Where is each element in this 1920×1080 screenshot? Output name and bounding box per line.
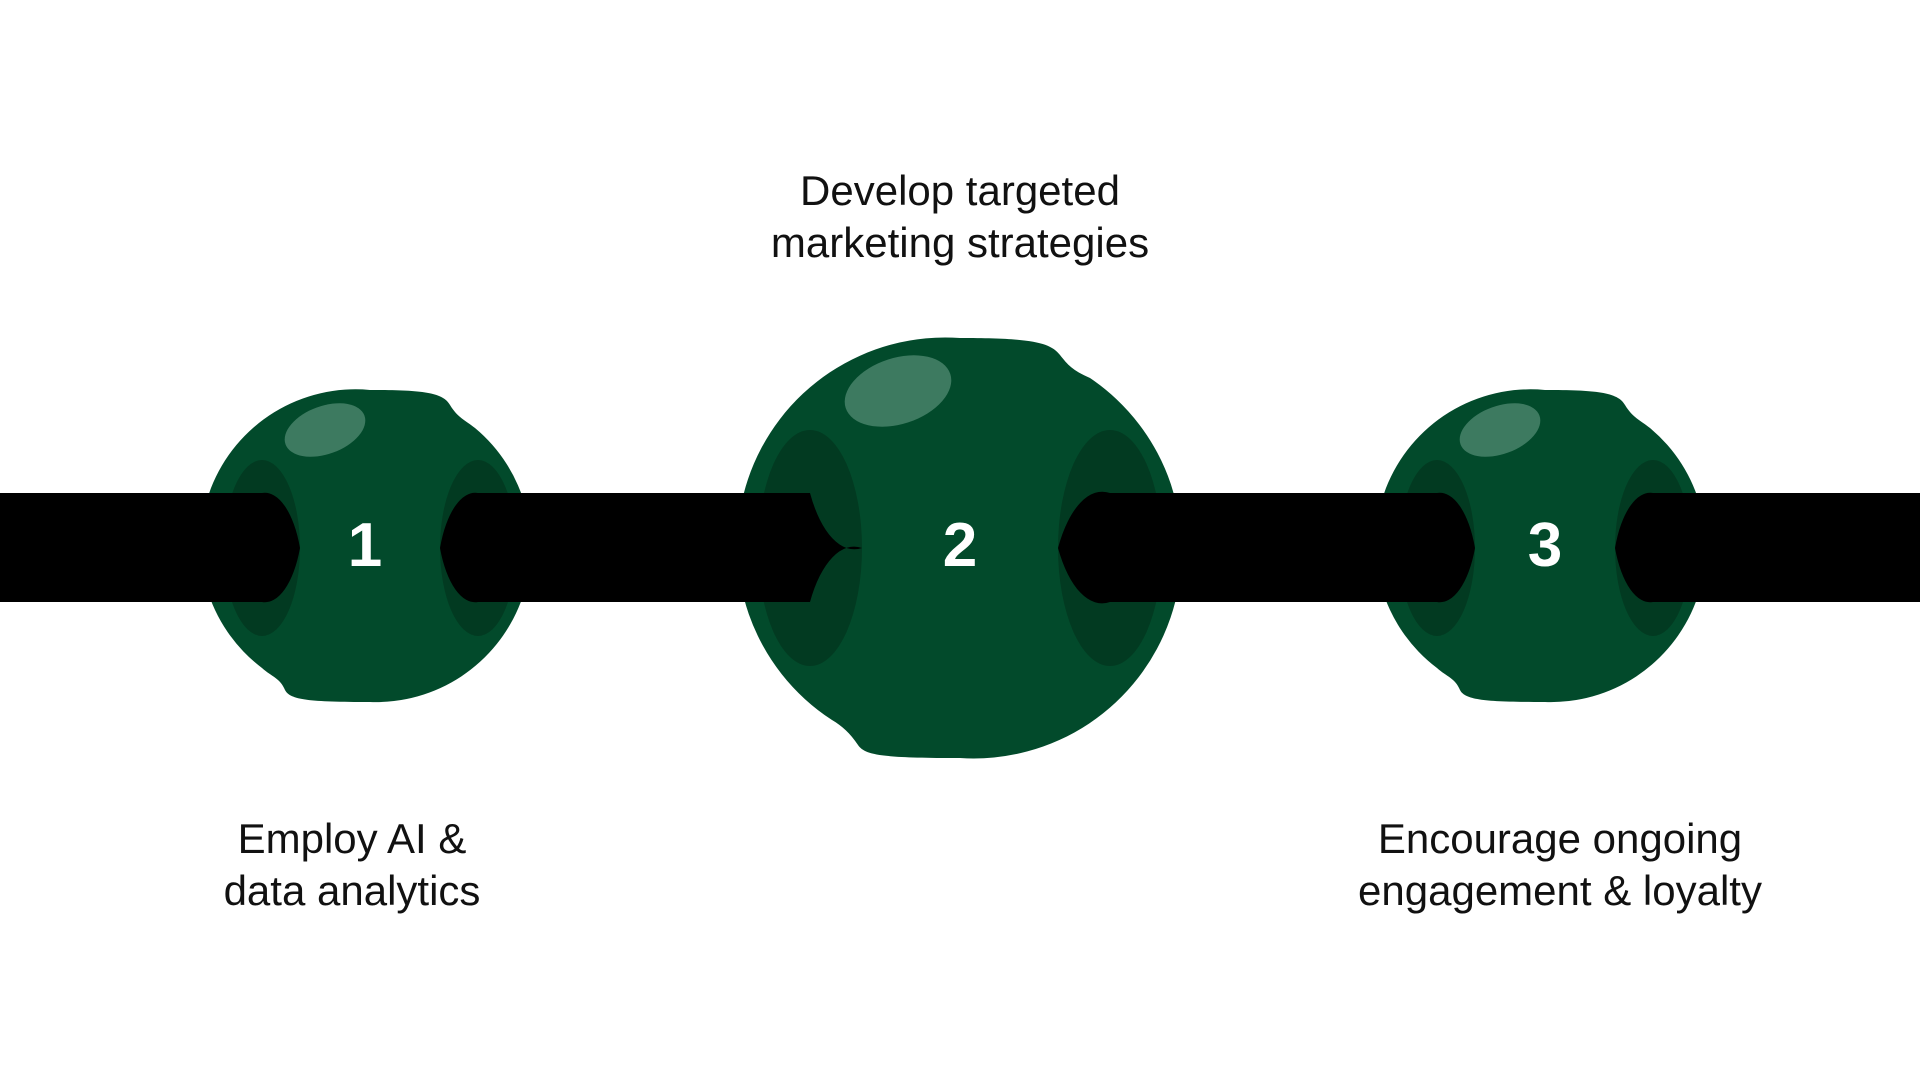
step-1-number: 1 [348, 511, 382, 580]
step-2-label-line: Develop targeted [800, 167, 1120, 214]
timeline-bar-segment [1058, 491, 1475, 604]
step-3-label: Encourage ongoing engagement & loyalty [1250, 813, 1870, 917]
step-3-bead-body [1375, 389, 1706, 703]
step-2-label-line: marketing strategies [770, 219, 1150, 266]
step-1-label-line: data analytics [223, 867, 481, 914]
step-2-highlight [844, 355, 952, 427]
timeline-bar-segment [1615, 492, 1920, 603]
step-3-label-line: engagement & loyalty [1358, 867, 1762, 914]
step-3-highlight [1459, 403, 1541, 457]
step-2-label: Develop targeted marketing strategies [650, 165, 1270, 269]
step-1-highlight [284, 403, 366, 457]
timeline-bar [0, 491, 1920, 604]
step-2-number: 2 [943, 511, 977, 580]
timeline-bar-segment [0, 492, 300, 603]
step-2-bead-body [737, 337, 1182, 759]
step-3-label-line: Encourage ongoing [1377, 815, 1743, 862]
timeline-bar-segment [440, 492, 862, 603]
step-1-label: Employ AI & data analytics [42, 813, 662, 917]
step-1-label-line: Employ AI & [237, 815, 467, 862]
step-1-bead-body [200, 389, 531, 703]
step-3-number: 3 [1528, 511, 1562, 580]
